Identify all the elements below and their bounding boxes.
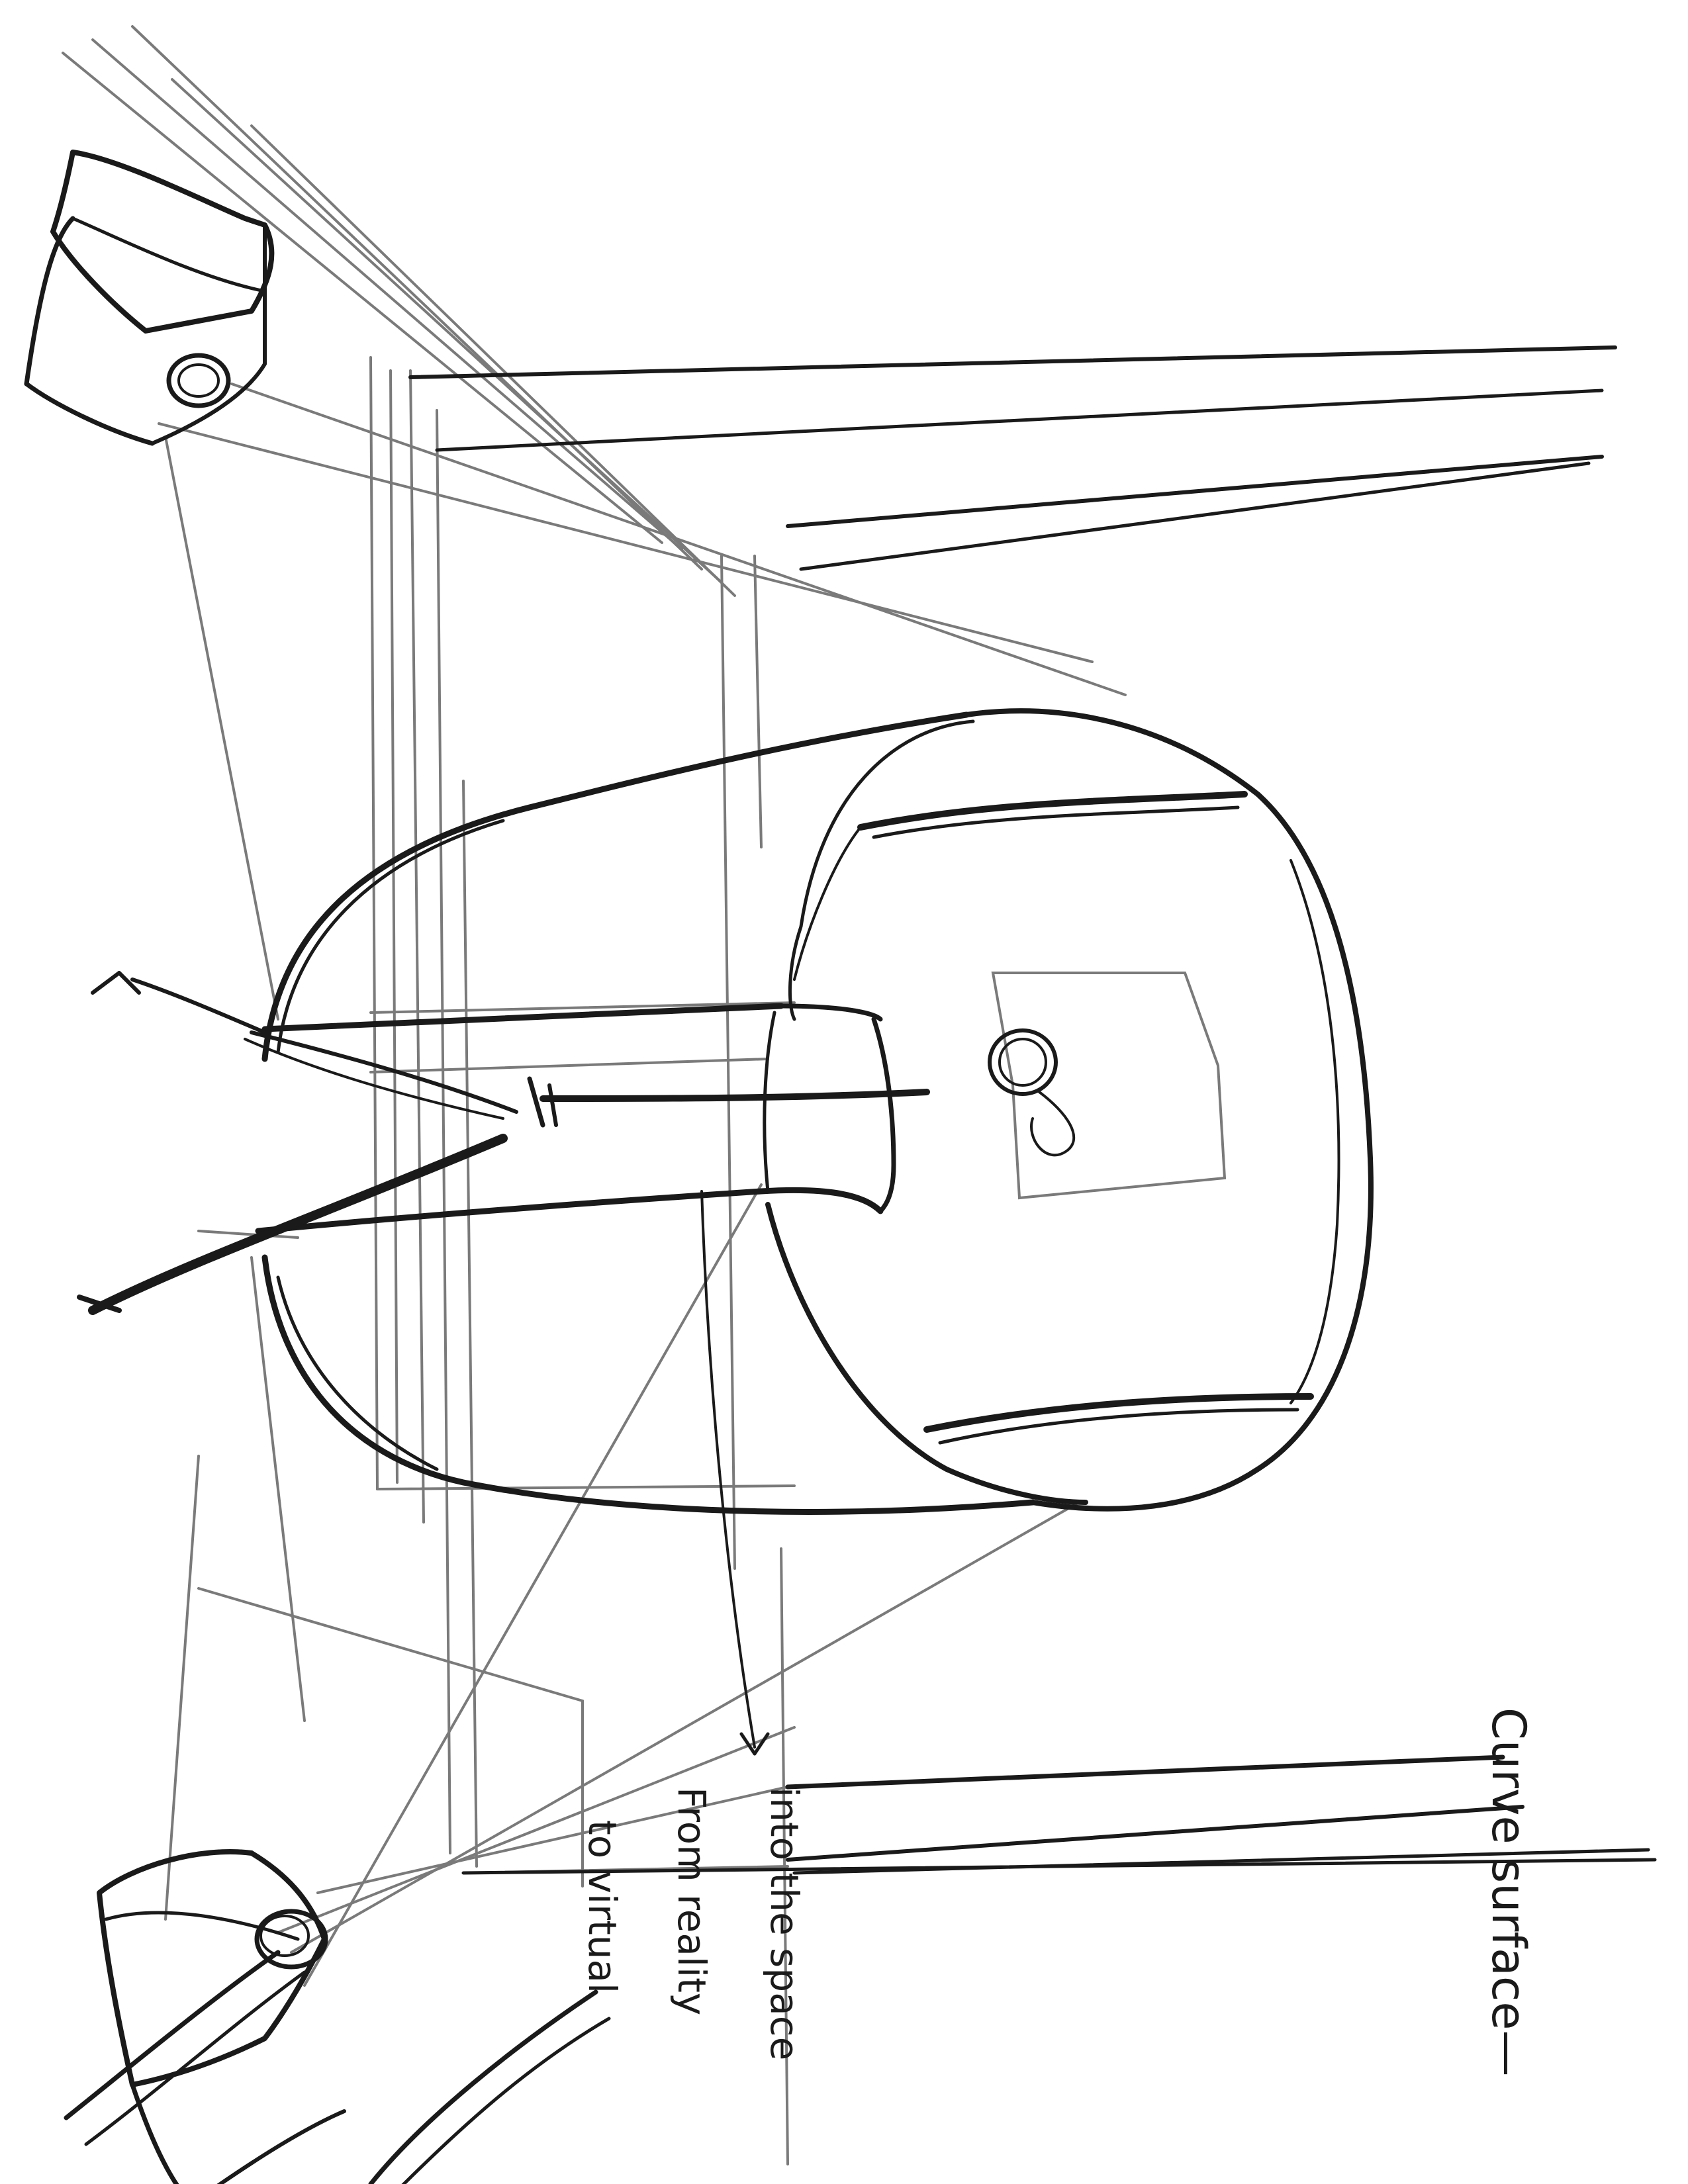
camera-top-icon — [26, 152, 271, 443]
annotation-into-the-space: into the space — [762, 1787, 807, 2060]
annotation-to-virtual: to virtual — [580, 1820, 625, 1993]
dark-strokes — [26, 152, 1655, 2184]
annotation-curve-surface: Curve surface— — [1481, 1707, 1536, 2076]
central-figure — [79, 973, 1074, 1310]
annotation-from-reality: From reality — [669, 1787, 714, 2015]
camera-bottom-icon — [66, 1852, 609, 2184]
curve-surface-shape — [265, 711, 1371, 1512]
